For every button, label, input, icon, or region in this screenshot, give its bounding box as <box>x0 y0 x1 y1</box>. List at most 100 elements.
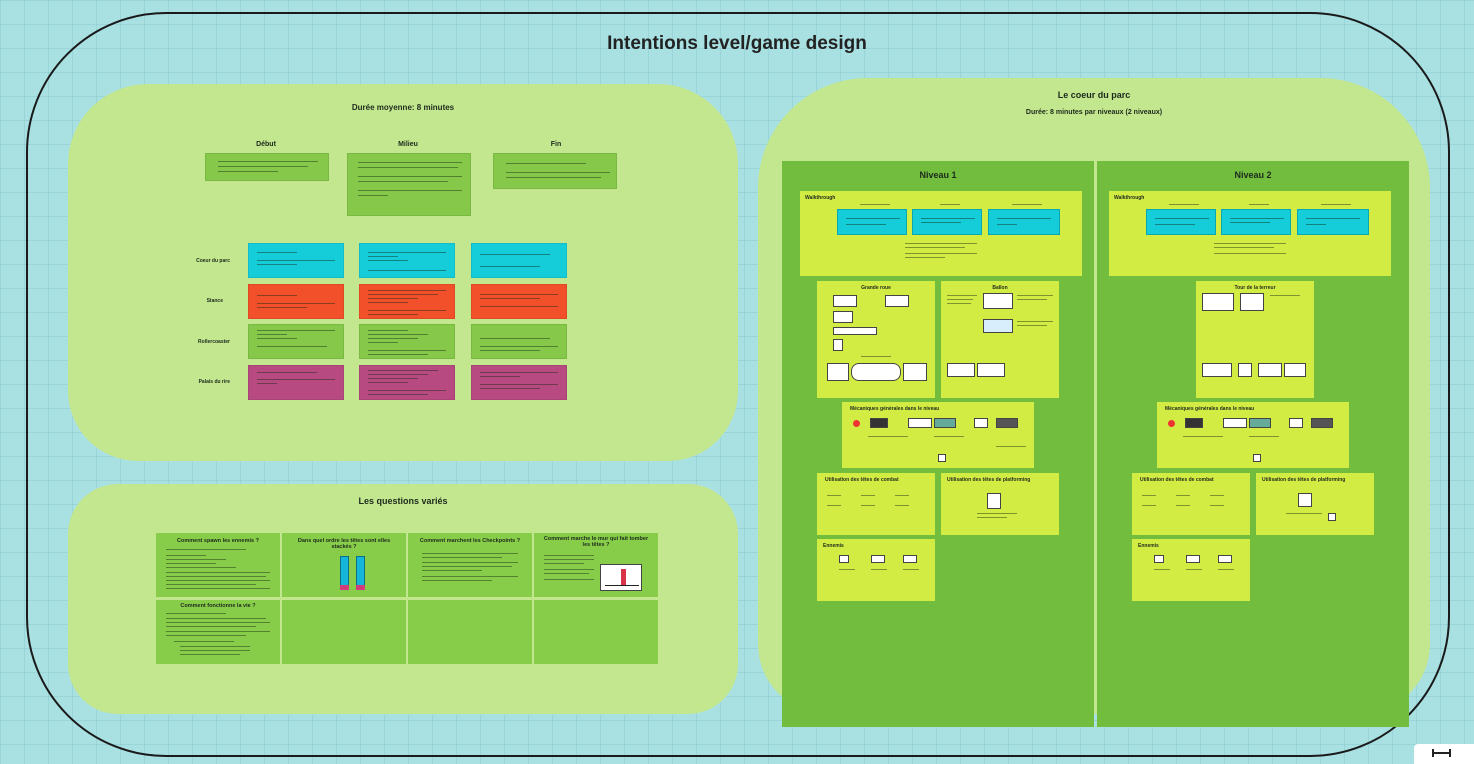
sticky-note-palais-fin[interactable] <box>471 365 567 400</box>
mecaniques-card[interactable]: Mécaniques générales dans le niveau <box>1157 402 1349 468</box>
sketch-image <box>833 339 843 351</box>
question-card-wall[interactable]: Comment marche le mur qui fait tomber le… <box>534 533 658 597</box>
platforming-heads-title: Utilisation des têtes de platforming <box>947 477 1031 483</box>
sticky-note-coeur-debut[interactable] <box>248 243 344 278</box>
combat-heads-title: Utilisation des têtes de combat <box>825 477 899 483</box>
question-card-title: Comment spawn les ennemis ? <box>177 538 259 544</box>
sketch-image <box>833 327 877 335</box>
sticky-note-stance-fin[interactable] <box>471 284 567 319</box>
mecaniques-card[interactable]: Mécaniques générales dans le niveau <box>842 402 1034 468</box>
niveau-2-frame[interactable]: Niveau 2 Walkthrough Tour de la terreur … <box>1097 161 1409 727</box>
sketch-image <box>1202 363 1232 377</box>
question-card-stack-order[interactable]: Dans quel ordre les têtes sont elles sta… <box>282 533 406 597</box>
sketch-image <box>1328 513 1336 521</box>
column-header-debut: Début <box>256 141 276 148</box>
walkthrough-step[interactable] <box>1297 209 1369 235</box>
ennemis-card[interactable]: Ennemis <box>1132 539 1250 601</box>
sticky-note-roller-milieu[interactable] <box>359 324 455 359</box>
row-label-stance: Stance <box>206 298 223 304</box>
coeur-du-parc-panel[interactable]: Le coeur du parc Durée: 8 minutes par ni… <box>758 78 1430 727</box>
expand-icon <box>1432 752 1450 754</box>
sticky-note-palais-milieu[interactable] <box>359 365 455 400</box>
sketch-image <box>1223 418 1247 428</box>
sticky-note-roller-debut[interactable] <box>248 324 344 359</box>
walkthrough-title: Walkthrough <box>805 195 836 201</box>
walkthrough-step[interactable] <box>1221 209 1291 235</box>
row-label-coeur: Coeur du parc <box>196 258 230 264</box>
warning-icon <box>853 420 860 427</box>
walkthrough-step[interactable] <box>912 209 982 235</box>
duration-panel-title: Durée moyenne: 8 minutes <box>351 103 455 112</box>
sticky-note-debut[interactable] <box>205 153 329 181</box>
coeur-panel-subtitle: Durée: 8 minutes par niveaux (2 niveaux) <box>1025 109 1163 116</box>
screenshot-image <box>996 418 1018 428</box>
question-card-empty[interactable] <box>408 600 532 664</box>
sketch-image <box>938 454 946 462</box>
board-title: Intentions level/game design <box>607 33 867 54</box>
tour-terreur-card[interactable]: Tour de la terreur <box>1196 281 1314 398</box>
stack-base <box>340 585 349 590</box>
platforming-heads-title: Utilisation des têtes de platforming <box>1262 477 1346 483</box>
sketch-image <box>983 319 1013 333</box>
row-label-palais: Palais du rire <box>198 379 230 385</box>
sticky-note-palais-debut[interactable] <box>248 365 344 400</box>
questions-panel-title: Les questions variés <box>358 496 448 506</box>
expand-icon-edge <box>1432 749 1434 757</box>
coeur-panel-title: Le coeur du parc <box>1057 90 1131 100</box>
niveau-1-frame[interactable]: Niveau 1 Walkthrough Grande roue <box>782 161 1094 727</box>
grande-roue-card[interactable]: Grande roue <box>817 281 935 398</box>
screenshot-image <box>1185 418 1203 428</box>
column-header-fin: Fin <box>550 141 562 148</box>
platforming-heads-card[interactable]: Utilisation des têtes de platforming <box>1256 473 1374 535</box>
sketch-image <box>851 363 901 381</box>
sketch-image <box>947 363 975 377</box>
question-card-checkpoints[interactable]: Comment marchent les Checkpoints ? <box>408 533 532 597</box>
question-card-empty[interactable] <box>282 600 406 664</box>
expand-widget[interactable] <box>1414 744 1474 764</box>
screenshot-image <box>1311 418 1333 428</box>
walkthrough-step[interactable] <box>1146 209 1216 235</box>
tour-terreur-title: Tour de la terreur <box>1234 285 1276 291</box>
question-card-empty[interactable] <box>534 600 658 664</box>
sketch-image <box>908 418 932 428</box>
platforming-heads-card[interactable]: Utilisation des têtes de platforming <box>941 473 1059 535</box>
sticky-note-coeur-milieu[interactable] <box>359 243 455 278</box>
combat-heads-card[interactable]: Utilisation des têtes de combat <box>1132 473 1250 535</box>
sketch-image <box>903 363 927 381</box>
ennemis-title: Ennemis <box>823 543 844 549</box>
sketch-image <box>1258 363 1282 377</box>
walkthrough-title: Walkthrough <box>1114 195 1145 201</box>
question-card-title: Comment marchent les Checkpoints ? <box>419 538 521 544</box>
ennemis-card[interactable]: Ennemis <box>817 539 935 601</box>
sketch-image <box>1253 454 1261 462</box>
niveau-2-title: Niveau 2 <box>1234 170 1272 180</box>
duration-panel[interactable]: Durée moyenne: 8 minutes Début Milieu Fi… <box>68 84 738 461</box>
questions-panel[interactable]: Les questions variés Comment spawn les e… <box>68 484 738 714</box>
sketch-image <box>1284 363 1306 377</box>
question-card-life[interactable]: Comment fonctionne la vie ? <box>156 600 280 664</box>
column-header-milieu: Milieu <box>398 141 418 148</box>
sticky-note-coeur-fin[interactable] <box>471 243 567 278</box>
question-card-spawn[interactable]: Comment spawn les ennemis ? <box>156 533 280 597</box>
ballon-card[interactable]: Ballon <box>941 281 1059 398</box>
sketch-image <box>1298 493 1312 507</box>
sticky-note-stance-milieu[interactable] <box>359 284 455 319</box>
ballon-title: Ballon <box>992 285 1008 291</box>
enemy-image <box>1218 555 1232 563</box>
sketch-image <box>977 363 1005 377</box>
walkthrough-step[interactable] <box>988 209 1060 235</box>
walkthrough-step[interactable] <box>837 209 907 235</box>
walkthrough-card[interactable]: Walkthrough <box>800 191 1082 276</box>
sketch-image <box>983 293 1013 309</box>
walkthrough-card[interactable]: Walkthrough <box>1109 191 1391 276</box>
grande-roue-title: Grande roue <box>861 285 891 291</box>
mecaniques-title: Mécaniques générales dans le niveau <box>1165 406 1255 412</box>
enemy-image <box>903 555 917 563</box>
sketch-image <box>1289 418 1303 428</box>
combat-heads-card[interactable]: Utilisation des têtes de combat <box>817 473 935 535</box>
sticky-note-milieu[interactable] <box>347 153 471 216</box>
sticky-note-fin[interactable] <box>493 153 617 189</box>
sketch-image <box>1202 293 1234 311</box>
sticky-note-roller-fin[interactable] <box>471 324 567 359</box>
sticky-note-stance-debut[interactable] <box>248 284 344 319</box>
